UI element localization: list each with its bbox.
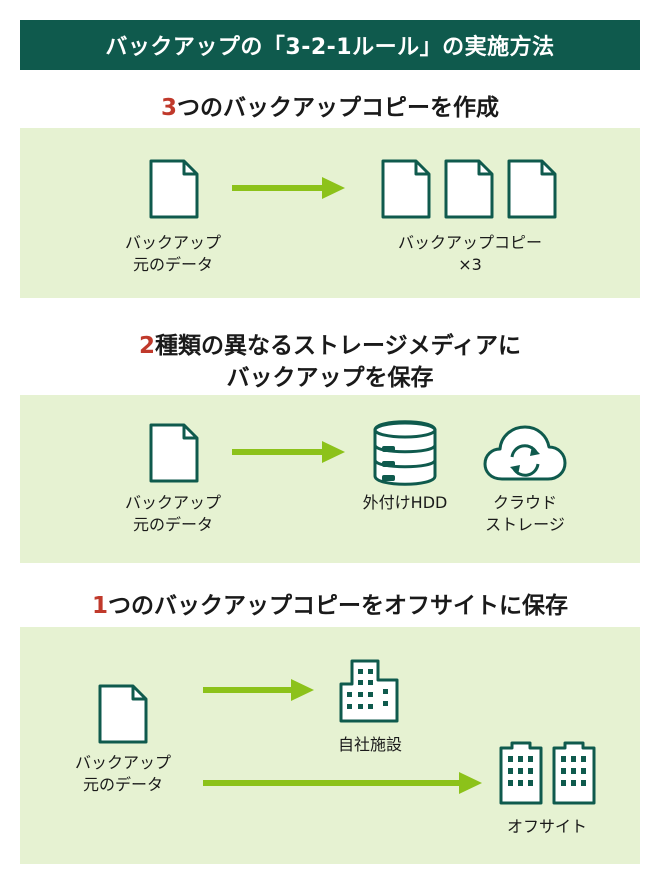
section-2-heading: 2種類の異なるストレージメディアに バックアップを保存 xyxy=(0,330,660,394)
section-1-source-label: バックアップ 元のデータ xyxy=(124,233,221,274)
document-icon xyxy=(148,158,200,220)
section-2-heading-text: 種類の異なるストレージメディアに バックアップを保存 xyxy=(155,333,521,391)
office-building-icon xyxy=(551,740,597,806)
document-copy-icon xyxy=(506,158,558,220)
document-icon xyxy=(97,683,149,745)
cloud-sync-icon xyxy=(482,424,568,482)
arrow-right-icon xyxy=(203,678,315,702)
section-1-number: 3 xyxy=(160,95,177,121)
section-2-target1-label: 外付けHDD xyxy=(362,493,448,512)
building-icon xyxy=(338,658,400,724)
section-3-panel xyxy=(20,627,640,864)
section-3-target2-label: オフサイト xyxy=(506,817,587,836)
page-title: バックアップの「3-2-1ルール」の実施方法 xyxy=(20,20,640,70)
section-1-heading-text: つのバックアップコピーを作成 xyxy=(177,95,499,121)
document-copy-icon xyxy=(443,158,495,220)
section-3-heading-text: つのバックアップコピーをオフサイトに保存 xyxy=(108,593,568,619)
section-1-target-label: バックアップコピー ×3 xyxy=(397,233,542,274)
arrow-right-icon xyxy=(232,176,346,200)
database-icon xyxy=(372,420,438,486)
document-icon xyxy=(148,422,200,484)
section-3-target1-label: 自社施設 xyxy=(337,735,402,754)
arrow-right-icon xyxy=(203,771,483,795)
arrow-right-icon xyxy=(232,440,346,464)
section-2-source-label: バックアップ 元のデータ xyxy=(124,493,221,534)
section-2-target2-label: クラウド ストレージ xyxy=(485,493,565,534)
document-copy-icon xyxy=(380,158,432,220)
section-3-number: 1 xyxy=(91,593,108,619)
office-building-icon xyxy=(498,740,544,806)
section-2-number: 2 xyxy=(139,333,156,359)
section-3-heading: 1つのバックアップコピーをオフサイトに保存 xyxy=(0,590,660,622)
section-1-heading: 3つのバックアップコピーを作成 xyxy=(0,92,660,124)
section-3-source-label: バックアップ 元のデータ xyxy=(74,753,171,794)
